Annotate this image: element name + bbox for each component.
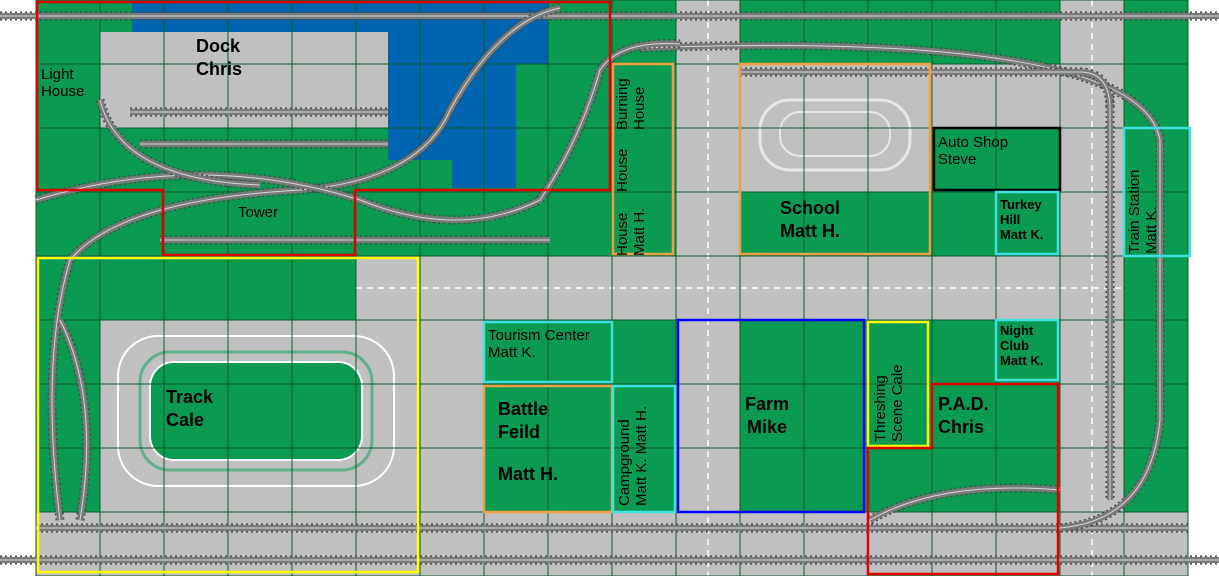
battle-field-line-2: Feild [498,421,541,442]
border-dock [35,0,612,257]
rail-pad-spur-rail [869,487,1061,521]
border-farm [676,318,866,514]
night-club-line-1: Night [1000,323,1034,338]
border-houses [611,62,675,256]
burning-house-line-1: Burning [614,78,631,130]
border-campground [611,384,677,514]
rail-outer-loop-rail [639,45,1161,529]
race-oval-outer [117,335,395,487]
threshing-line-2: Scene Cale [888,364,906,442]
tower-line-1: Tower [238,204,279,221]
rail-left-spur-rail [59,319,88,521]
pad-line-2: Chris [938,416,985,437]
race-oval-inner [149,361,363,461]
campground-line-2: Matt K. Matt H. [632,405,650,506]
school-line-2: Matt H. [780,220,840,241]
farm-line-1: Farm [745,394,790,414]
turkey-hill-line-2: Hill [1000,211,1021,227]
race-oval-mid [138,350,374,472]
label-farm: Farm Mike [745,393,789,438]
border-track [36,256,420,574]
border-turkey-hill [994,190,1060,256]
school-loop-outer [758,98,912,172]
train-station-line-1: Train Station [1126,169,1143,255]
rail-left-loop-rail [51,7,561,521]
label-burning-house: Burning House [614,78,648,130]
zone-border-layer [35,0,1192,576]
label-battle-field-owner: Matt H. [498,463,558,486]
auto-shop-line-2: Steve [938,151,977,169]
night-club-line-2: Club [1000,337,1029,353]
campground-line-1: Campground [616,419,633,506]
auto-shop-line-1: Auto Shop [938,134,1009,151]
house-line-1: House [614,148,631,192]
threshing-line-1: Threshing [872,375,889,442]
train-station-line-2: Matt K. [1142,206,1160,254]
road-plate-8 [420,320,484,512]
turkey-hill-line-3: Matt K. [1000,226,1044,242]
dock-line-2: Chris [196,58,243,79]
tourism-center-line-1: Tourism Center [488,327,590,344]
battle-field-owner: Matt H. [498,464,558,484]
label-pad: P.A.D. Chris [938,393,989,438]
border-auto-shop [932,126,1062,192]
house-matt-line-1: House [614,212,631,256]
night-club-line-3: Matt K. [1000,352,1044,368]
label-night-club: Night Club Matt K. [1000,323,1044,369]
battle-field-line-1: Battle [498,399,549,419]
label-house-matt: House Matt H. [614,207,648,256]
label-tourism-center: Tourism Center Matt K. [488,327,590,362]
label-light-house: Light House [41,66,84,101]
dock-line-1: Dock [196,36,241,56]
school-loop-inner [779,111,891,157]
border-tourism [482,320,614,384]
tourism-center-line-2: Matt K. [488,344,536,362]
house-matt-line-2: Matt H. [630,207,648,256]
label-track: Track Cale [166,386,213,431]
water-tile-5 [516,0,548,64]
border-train-station [1122,126,1192,258]
farm-line-2: Mike [746,416,788,437]
pad-line-1: P.A.D. [938,394,989,414]
label-school: School Matt H. [780,197,840,242]
turkey-hill-line-1: Turkey [1000,197,1042,212]
track-layer [0,3,1219,565]
border-night-club [994,318,1060,382]
label-train-station: Train Station Matt K. [1126,169,1160,255]
label-dock: Dock Chris [196,35,242,80]
school-line-1: School [780,198,841,218]
track-line-2: Cale [166,409,205,430]
burning-house-line-2: House [630,86,648,130]
light-house-line-2: House [41,83,85,101]
track-line-1: Track [166,387,214,407]
label-campground: Campground Matt K. Matt H. [616,405,650,506]
border-pad [866,382,1060,576]
label-tower: Tower [238,204,278,221]
label-battle-field: Battle Feild [498,398,548,443]
light-house-line-1: Light [41,66,74,83]
rail-lighthouse-rail [99,99,261,186]
border-threshing [866,320,930,448]
label-threshing: Threshing Scene Cale [872,364,906,442]
rail-school-rail [740,71,1111,111]
border-school [738,62,932,256]
label-auto-shop: Auto Shop Steve [938,134,1008,169]
label-house: House [614,148,632,192]
label-turkey-hill: Turkey Hill Matt K. [1000,197,1044,243]
